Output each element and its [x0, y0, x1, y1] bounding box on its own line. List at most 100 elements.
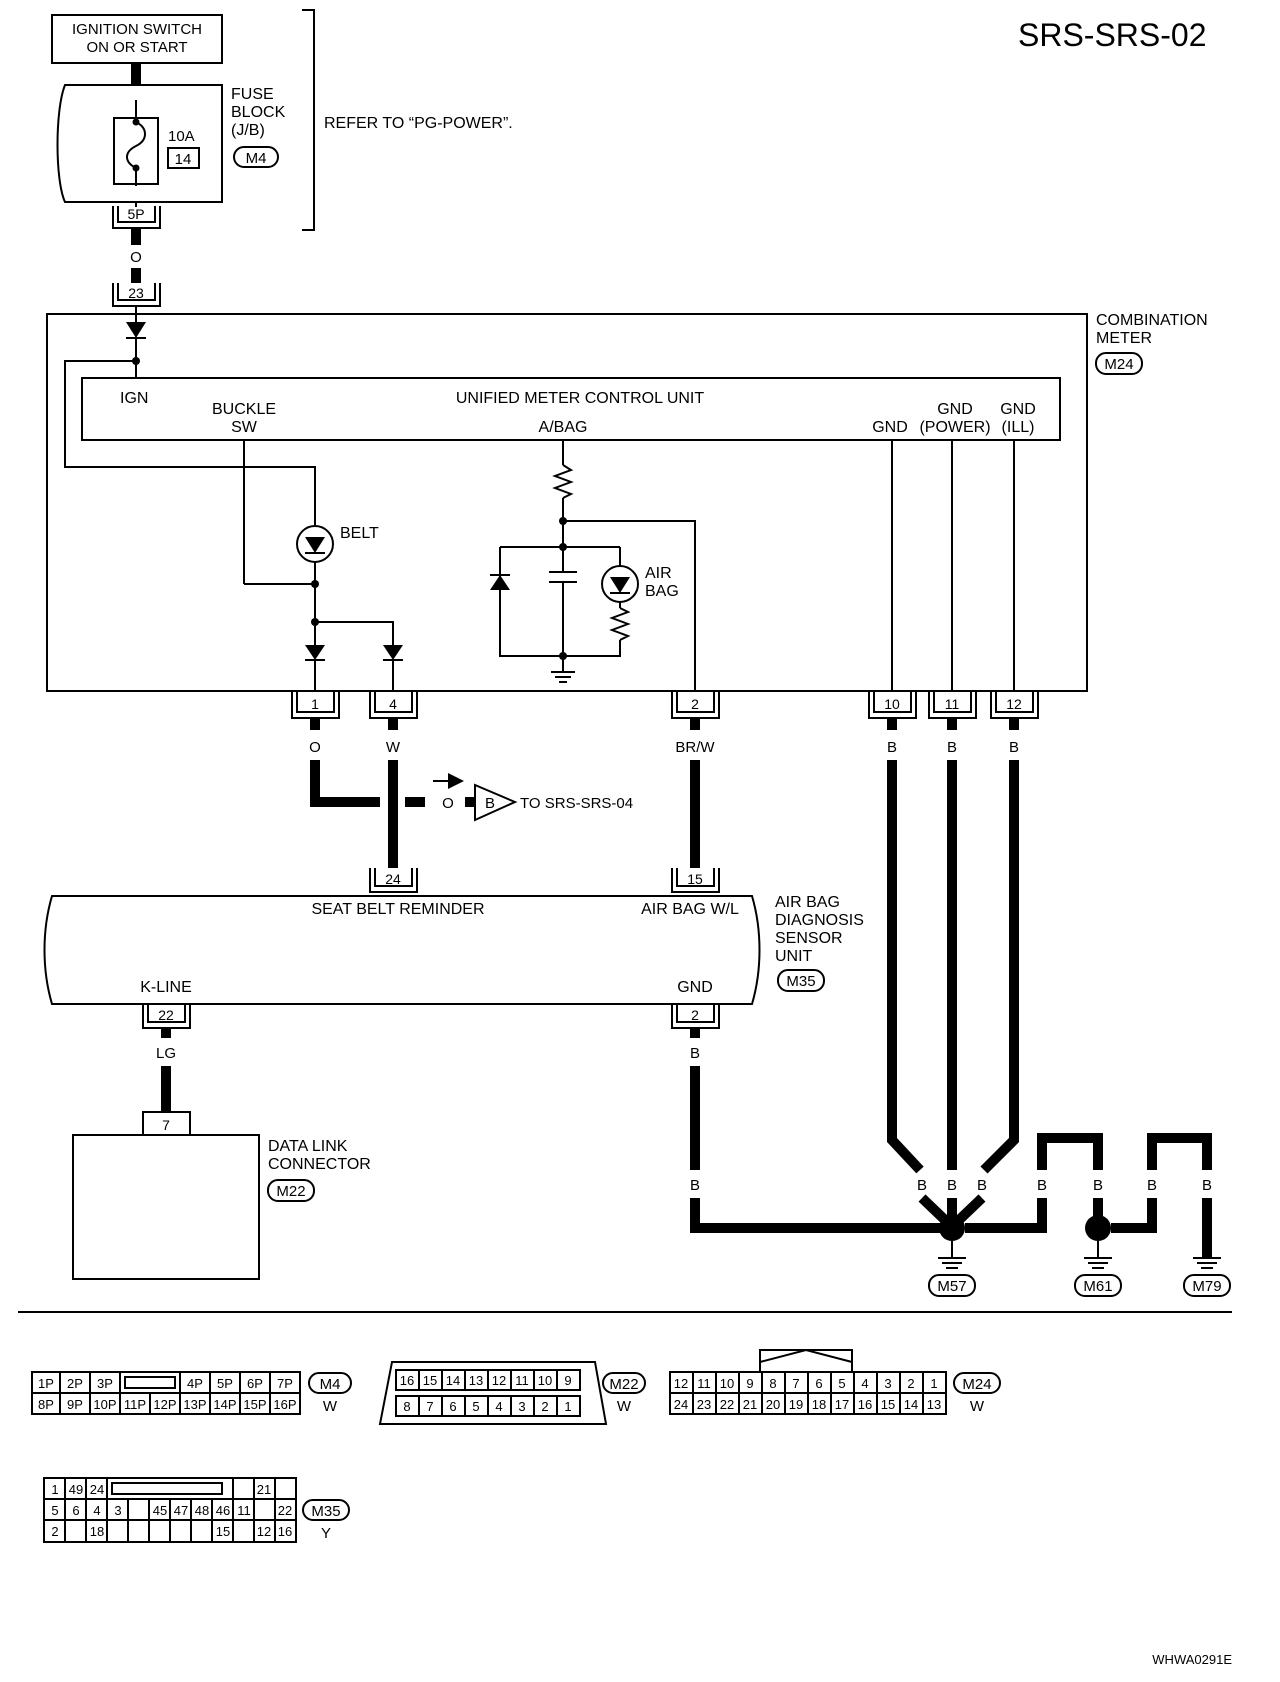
crossref-arrow-icon — [474, 783, 518, 822]
m35-r2-7: 48 — [195, 1503, 209, 1518]
meter-pin-1: 1 — [311, 696, 319, 712]
combination-meter-box — [46, 313, 1088, 692]
wire-color-m79: B — [1202, 1177, 1212, 1194]
m22-r2-7: 2 — [541, 1399, 548, 1414]
meter-unit-title: UNIFIED METER CONTROL UNIT — [456, 390, 705, 407]
wire-color-kline: LG — [156, 1045, 176, 1062]
airbag-seatbelt-label: SEAT BELT REMINDER — [311, 901, 484, 918]
m35-r3-5: 16 — [278, 1524, 292, 1539]
m24-r1-12: 1 — [930, 1376, 937, 1391]
ignition-line2: ON OR START — [86, 39, 187, 56]
m35-r1-2: 49 — [69, 1482, 83, 1497]
m22-r2-5: 4 — [495, 1399, 502, 1414]
connector-view-m35: 1 49 24 21 5 6 4 3 45 47 48 46 11 22 2 1… — [43, 1477, 350, 1543]
m35-r2-6: 47 — [174, 1503, 188, 1518]
label-ign: IGN — [120, 390, 148, 407]
meter-pin-10: 10 — [884, 696, 900, 712]
m4-r2-6: 13P — [183, 1397, 206, 1412]
m22-r1-2: 15 — [423, 1373, 437, 1388]
m35-r2-2: 6 — [72, 1503, 79, 1518]
m35-r2-1: 5 — [51, 1503, 58, 1518]
wire-color-pin1: O — [309, 739, 321, 756]
airbag-kline-label: K-LINE — [140, 979, 192, 996]
m4-color: W — [323, 1398, 338, 1415]
m4-r1-7: 7P — [277, 1376, 293, 1391]
m35-r2-9: 11 — [237, 1503, 251, 1518]
m24-r2-7: 18 — [812, 1397, 826, 1412]
airbag-unit-label-3: SENSOR — [775, 930, 843, 947]
wire-color-pin11: B — [947, 739, 957, 756]
wire-color-pin12: B — [1009, 739, 1019, 756]
connector-view-m22: 16 15 14 13 12 11 10 9 8 7 6 5 4 3 2 1 M… — [378, 1361, 646, 1425]
label-belt: BELT — [340, 525, 379, 542]
m22-r1-5: 12 — [492, 1373, 506, 1388]
meter-pin-23: 23 — [128, 285, 144, 301]
m22-id: M22 — [609, 1376, 638, 1393]
m4-r2-2: 9P — [67, 1397, 83, 1412]
m24-r1-7: 6 — [815, 1376, 822, 1391]
m4-r1-3: 3P — [97, 1376, 113, 1391]
ignition-line1: IGNITION SWITCH — [72, 21, 202, 38]
m24-r2-1: 24 — [674, 1397, 688, 1412]
connector-view-m4: 1P 2P 3P 4P 5P 6P 7P 8P 9P 10P 11P 12P 1… — [31, 1371, 352, 1415]
m24-r1-4: 9 — [746, 1376, 753, 1391]
dlc-label-2: CONNECTOR — [268, 1156, 371, 1173]
label-gnd-ill-2: (ILL) — [1002, 419, 1035, 436]
m24-r1-1: 12 — [674, 1376, 688, 1391]
m24-r2-2: 23 — [697, 1397, 711, 1412]
m24-r1-10: 3 — [884, 1376, 891, 1391]
airbag-pin-15: 15 — [687, 871, 703, 887]
m4-r2-1: 8P — [38, 1397, 54, 1412]
fuse-rating: 10A — [168, 128, 195, 145]
m24-r2-10: 15 — [881, 1397, 895, 1412]
ground-m79-label: M79 — [1192, 1278, 1221, 1295]
m35-r2-5: 45 — [153, 1503, 167, 1518]
m24-r2-9: 16 — [858, 1397, 872, 1412]
airbag-unit-box — [43, 895, 761, 1005]
label-gnd: GND — [872, 419, 908, 436]
wire-color-m57-b: B — [947, 1177, 957, 1194]
refer-bracket — [302, 9, 315, 231]
m24-r1-9: 4 — [861, 1376, 868, 1391]
unified-meter-unit-box — [81, 377, 1061, 441]
m22-r1-4: 13 — [469, 1373, 483, 1388]
combination-meter-connector: M24 — [1104, 356, 1133, 373]
crossref-marker: B — [485, 795, 495, 812]
airbag-unit-label-2: DIAGNOSIS — [775, 912, 864, 929]
m24-r1-2: 11 — [697, 1376, 711, 1391]
wire-color-m57-a: B — [917, 1177, 927, 1194]
wire-color-airbag-gnd: B — [690, 1045, 700, 1062]
fuse-number: 14 — [175, 151, 192, 168]
m35-r3-1: 2 — [51, 1524, 58, 1539]
m24-r1-8: 5 — [838, 1376, 845, 1391]
m4-r1-6: 6P — [247, 1376, 263, 1391]
wire-color-m57-c: B — [977, 1177, 987, 1194]
m24-color: W — [970, 1398, 985, 1415]
m4-r1-5: 5P — [217, 1376, 233, 1391]
dlc-connector: M22 — [276, 1183, 305, 1200]
meter-pin-2: 2 — [691, 696, 699, 712]
m35-r2-10: 22 — [278, 1503, 292, 1518]
dlc-label-1: DATA LINK — [268, 1138, 348, 1155]
wire-color-m61: B — [1093, 1177, 1103, 1194]
airbag-unit-label-1: AIR BAG — [775, 894, 840, 911]
m22-r1-8: 9 — [564, 1373, 571, 1388]
wire-color-pin4: W — [386, 739, 401, 756]
airbag-unit-label-4: UNIT — [775, 948, 813, 965]
m24-id: M24 — [962, 1376, 991, 1393]
meter-pin-4: 4 — [389, 696, 397, 712]
m4-r2-3: 10P — [93, 1397, 116, 1412]
m24-r1-3: 10 — [720, 1376, 734, 1391]
m24-r2-8: 17 — [835, 1397, 849, 1412]
meter-pin-11: 11 — [945, 696, 960, 712]
m4-r2-7: 14P — [213, 1397, 236, 1412]
m4-r2-5: 12P — [153, 1397, 176, 1412]
m35-r3-3: 15 — [216, 1524, 230, 1539]
m22-r1-7: 10 — [538, 1373, 552, 1388]
m22-r2-1: 8 — [403, 1399, 410, 1414]
m24-r2-6: 19 — [789, 1397, 803, 1412]
ground-splice-m61 — [1085, 1215, 1111, 1241]
airbag-wl-label: AIR BAG W/L — [641, 901, 739, 918]
m22-r1-6: 11 — [515, 1373, 529, 1388]
data-link-connector-box — [72, 1134, 260, 1280]
